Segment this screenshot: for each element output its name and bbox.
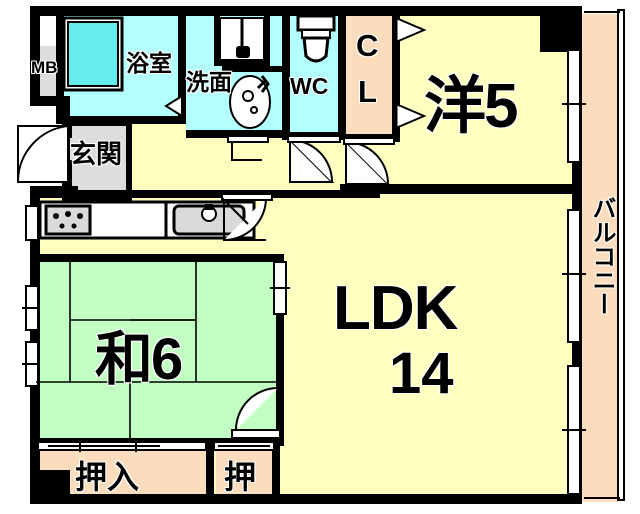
window-balcony-upper (567, 49, 581, 163)
oshi-sliding-door (213, 441, 275, 451)
oshi-fill (216, 448, 278, 502)
cl-fill (346, 14, 394, 136)
toilet-icon (296, 14, 336, 63)
ldk-door-arc (223, 197, 267, 241)
washer-drain-icon (236, 46, 250, 58)
window-balcony-mid (567, 209, 581, 343)
floor-fills (30, 12, 618, 502)
tatami-fill (36, 258, 278, 442)
bathtub-icon (67, 21, 119, 87)
doors (17, 16, 427, 452)
room-label-washroom: 洗面 (186, 69, 232, 95)
room-label-oshiire: 押入 (75, 459, 140, 495)
room-label-western: 洋5 (424, 72, 518, 141)
oshiire-sliding-doors (37, 440, 207, 452)
entrance-door-leaf (17, 125, 69, 183)
vanity-sink-icon (229, 75, 271, 129)
fixtures-group (38, 14, 336, 240)
balcony-fill (580, 14, 618, 502)
tatami-mat-lines (36, 257, 278, 440)
kitchen-sink-icon (172, 204, 246, 236)
room-label-ldk-size: 14 (389, 341, 454, 406)
windows (22, 9, 625, 501)
entrance-door-arc (17, 125, 69, 181)
bath-door-icon (164, 94, 183, 118)
room-label-japanese: 和6 (95, 327, 183, 392)
entry-fill (70, 124, 128, 202)
room-label-bath: 浴室 (126, 50, 172, 76)
gas-stove-icon (44, 204, 92, 236)
tatami-door-arc (235, 387, 279, 431)
room-label-cl-bottom: L (358, 74, 377, 109)
washroom-door (227, 135, 269, 143)
window-kitchen (25, 205, 39, 241)
room-label-balcony: バルコニー (588, 196, 615, 316)
balcony-rail (617, 9, 625, 501)
room-label-oshi: 押 (224, 459, 257, 495)
room-label-ldk: LDK (333, 274, 458, 343)
room-label-cl-top: C (356, 28, 379, 63)
room-label-wc: WC (290, 73, 329, 99)
room-label-entry: 玄関 (70, 139, 123, 169)
room-label-mb: MB (31, 58, 58, 77)
